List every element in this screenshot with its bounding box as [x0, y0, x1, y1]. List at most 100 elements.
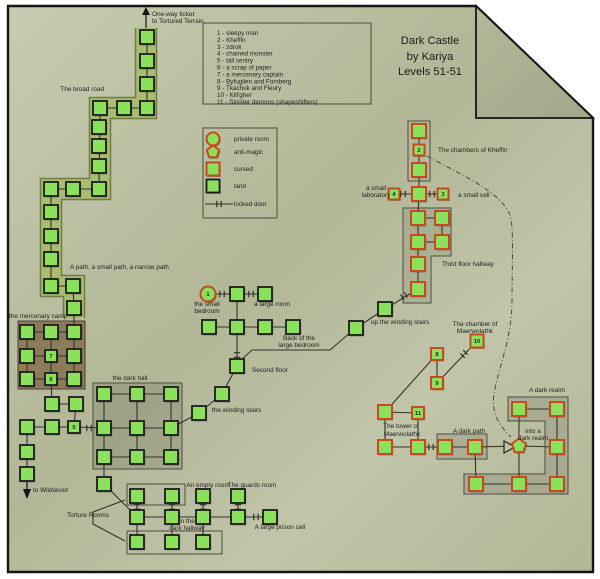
- map-label: An empty room: [186, 482, 229, 489]
- room-number: 9: [435, 381, 439, 387]
- room-shape-square: [91, 119, 107, 135]
- map-label: The tower of: [383, 423, 419, 430]
- room-shape-square: [164, 509, 180, 525]
- room-shape-square: [410, 256, 426, 272]
- map-label: the small: [194, 301, 220, 308]
- room-shape-square: [229, 286, 245, 302]
- locked-door-icon: [400, 294, 405, 301]
- room-shape-square: [43, 181, 59, 197]
- room-land: [285, 319, 302, 336]
- room-shape-square: [549, 401, 565, 417]
- room-land: [139, 76, 156, 93]
- map-label: up the winding stairs: [371, 319, 429, 326]
- room-land: [377, 301, 394, 318]
- room-land: [262, 509, 279, 526]
- room-shape-square: [66, 348, 82, 364]
- room-land: [205, 178, 221, 194]
- room-shape-square: [262, 509, 278, 525]
- room-shape-square: [43, 228, 59, 244]
- room-cursed: [410, 281, 427, 298]
- room-shape-square: [129, 449, 145, 465]
- room-land: [230, 509, 247, 526]
- room-shape-square: [44, 396, 60, 412]
- room-cursed: [377, 439, 394, 456]
- room-cursed: [205, 161, 221, 177]
- room-land: [96, 386, 113, 403]
- room-land: [129, 534, 146, 551]
- room-shape-square: [65, 181, 81, 197]
- mob-list-item: 2 - Kheffin: [217, 37, 246, 44]
- room-land: [139, 53, 156, 70]
- map-label: laboratory: [362, 192, 391, 199]
- room-cursed: [549, 476, 566, 493]
- page-fold-corner: [475, 3, 596, 119]
- mob-list-item: 9 - Tkachuk and Fleury: [217, 85, 282, 92]
- room-antimagic: [205, 144, 221, 159]
- room-shape-square: [387, 187, 401, 201]
- room-shape-square: [43, 324, 59, 340]
- room-number: 10: [474, 339, 480, 345]
- room-shape-square: [139, 76, 155, 92]
- room-land: [214, 386, 231, 403]
- torture-box-bottom: [126, 530, 223, 555]
- room-shape-square: [257, 286, 273, 302]
- room-cursed: [410, 210, 427, 227]
- room-cursed: [468, 476, 485, 493]
- room-shape-square: [67, 420, 81, 434]
- room-shape-square: [191, 405, 207, 421]
- exit-tortured-terrain-arrow: [142, 7, 150, 28]
- room-cursed: [411, 162, 428, 179]
- room-shape-square: [467, 439, 483, 455]
- map-label: Maerwolathk: [457, 328, 494, 335]
- map-label: the winding stairs: [212, 407, 261, 414]
- room-cursed: [412, 143, 426, 157]
- room-shape-circle: [199, 285, 217, 303]
- room-shape-square: [412, 143, 426, 157]
- room-land: [19, 419, 36, 436]
- map-label: One-way ticket: [152, 11, 194, 18]
- room-number: 1: [206, 292, 210, 298]
- room-land: [65, 181, 82, 198]
- room-land: [191, 405, 208, 422]
- room-shape-square: [19, 371, 35, 387]
- room-cursed: [511, 476, 528, 493]
- room-shape-square: [129, 488, 145, 504]
- room-shape-square: [410, 210, 426, 226]
- room-land: [195, 488, 212, 505]
- room-land: [348, 320, 365, 337]
- room-land: [163, 386, 180, 403]
- third-floor-box: [402, 207, 452, 304]
- room-cursed: [549, 439, 566, 456]
- one-way-door-icon: [503, 439, 517, 455]
- room-shape-square: [549, 476, 565, 492]
- room-shape-square: [437, 439, 453, 455]
- room-land: [43, 228, 60, 245]
- map-label: A path, a small path, a narrow path: [70, 264, 169, 271]
- room-land: [43, 324, 60, 341]
- room-land: [257, 319, 274, 336]
- room-shape-square: [214, 386, 230, 402]
- room-shape-square: [66, 324, 82, 340]
- room-shape-square: [129, 534, 145, 550]
- room-shape-square: [116, 100, 132, 116]
- room-land: [139, 100, 156, 117]
- mob-list-item: 6 - a scrap of paper: [217, 65, 272, 72]
- room-shape-square: [129, 420, 145, 436]
- room-land: [19, 444, 36, 461]
- room-land: [43, 181, 60, 198]
- room-land: [65, 278, 82, 295]
- room-shape-square: [195, 534, 211, 550]
- room-land: [66, 348, 83, 365]
- room-land: [96, 449, 113, 466]
- room-shape-pentagon: [205, 144, 221, 159]
- room-shape-square: [91, 181, 107, 197]
- room-shape-square: [285, 319, 301, 335]
- room-land: [19, 466, 36, 483]
- room-cursed: [549, 401, 566, 418]
- map-label: A dark realm: [529, 387, 565, 394]
- room-shape-square: [92, 100, 108, 116]
- room-shape-square: [411, 162, 427, 178]
- room-land: [91, 181, 108, 198]
- room-shape-square: [230, 488, 246, 504]
